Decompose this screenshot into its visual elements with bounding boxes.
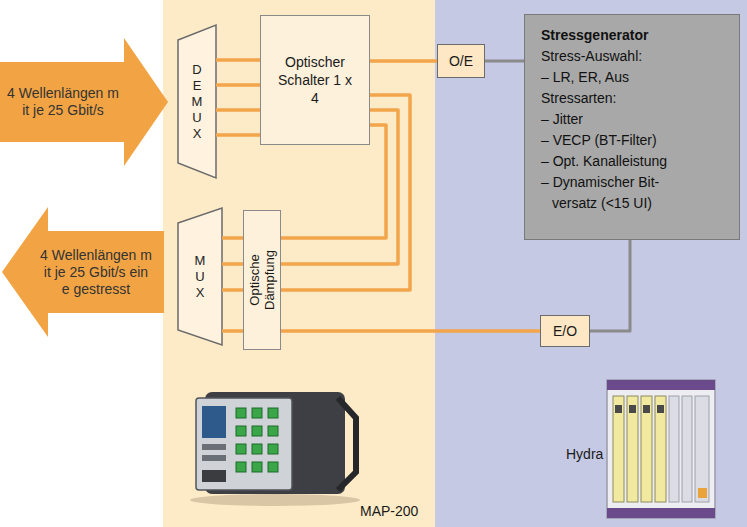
label-text: Stressarten: — [541, 88, 706, 109]
connector — [236, 426, 246, 436]
chassis-strip — [607, 508, 715, 518]
label-text: D E M U X — [191, 62, 203, 142]
fiber-line — [281, 329, 540, 333]
module-port — [615, 405, 622, 413]
label-text: Optische Dämpfung — [247, 235, 277, 325]
signal-line — [590, 240, 630, 331]
label-text: E/O — [553, 323, 577, 340]
label-text: – VECP (BT-Filter) — [541, 130, 706, 151]
fiber-line — [370, 59, 437, 63]
label-text: Stress-Auswahl: — [541, 46, 706, 67]
label-text: M U X — [194, 253, 206, 301]
signal-arrow-shape — [2, 207, 164, 337]
connector — [236, 444, 246, 454]
fiber-connectors — [236, 408, 278, 472]
fiber-line — [216, 58, 260, 62]
label-text: – LR, ER, Aus — [541, 67, 706, 88]
fiber-line — [222, 329, 243, 333]
fiber-line — [216, 108, 260, 112]
connector — [252, 462, 262, 472]
label-text: – Opt. Kanalleistung — [541, 151, 706, 172]
switch-box: Optischer Schalter 1 x 4 — [260, 15, 370, 145]
chassis-strip — [607, 380, 715, 390]
label-text: – Jitter — [541, 109, 706, 130]
power-switch — [698, 488, 707, 498]
device-shadow — [190, 494, 360, 506]
converter-box: O/E — [437, 44, 485, 78]
mux-block: M U X — [178, 208, 222, 345]
signal-line — [485, 60, 524, 63]
module-port — [629, 405, 636, 413]
module-card — [613, 396, 624, 502]
fiber-line — [216, 133, 260, 137]
device-button — [202, 455, 226, 461]
signal-arrow: 4 Wellenlängen mit je 25 Gbit/s eine ges… — [2, 207, 164, 337]
signal-arrow: 4 Wellenlängen mit je 25 Gbit/s — [0, 38, 168, 166]
device-front — [196, 398, 292, 490]
chassis — [607, 380, 715, 518]
demux-block: D E M U X — [178, 25, 216, 178]
label-text: 4 Wellenlängen mit je 25 Gbit/s eine ges… — [40, 247, 152, 298]
connector — [268, 426, 278, 436]
attenuator-box: Optische Dämpfung — [243, 210, 281, 350]
label-text: MAP-200 — [360, 503, 418, 519]
fiber-line — [222, 262, 243, 266]
label-text: Stressgenerator — [541, 25, 706, 46]
device-port — [202, 470, 226, 482]
hydra-device — [607, 380, 715, 518]
empty-slot — [669, 396, 679, 502]
connector — [268, 408, 278, 418]
fiber-line — [216, 83, 260, 87]
fiber-line — [281, 125, 386, 238]
label-text: Hydra — [566, 446, 603, 462]
signal-arrow-shape — [0, 38, 168, 166]
fiber-line — [222, 236, 243, 240]
demux-block-shape — [178, 25, 216, 178]
label-text: – Dynamischer Bit- versatz (<15 UI) — [541, 172, 706, 214]
map200-device — [190, 392, 360, 506]
connector — [252, 444, 262, 454]
label-text: O/E — [449, 53, 473, 70]
connector — [268, 444, 278, 454]
device-button — [202, 444, 226, 450]
connector — [236, 408, 246, 418]
module-port — [643, 405, 650, 413]
connector — [236, 462, 246, 472]
device-screen — [202, 406, 226, 438]
label-text: 4 Wellenlängen mit je 25 Gbit/s — [7, 85, 119, 119]
empty-slot — [682, 396, 692, 502]
device-handle — [338, 398, 356, 490]
converter-box: E/O — [540, 315, 590, 347]
connector — [252, 426, 262, 436]
module-card — [655, 396, 666, 502]
empty-slot — [695, 396, 709, 502]
module-port — [657, 405, 664, 413]
connector — [252, 408, 262, 418]
fiber-line — [281, 110, 398, 264]
generator-box: StressgeneratorStress-Auswahl:– LR, ER, … — [524, 14, 740, 240]
label-text: Optischer Schalter 1 x 4 — [273, 53, 357, 107]
module-card — [641, 396, 652, 502]
connector — [268, 462, 278, 472]
mux-block-shape — [178, 208, 222, 345]
fiber-line — [281, 95, 410, 290]
module-card — [627, 396, 638, 502]
fiber-line — [222, 288, 243, 292]
